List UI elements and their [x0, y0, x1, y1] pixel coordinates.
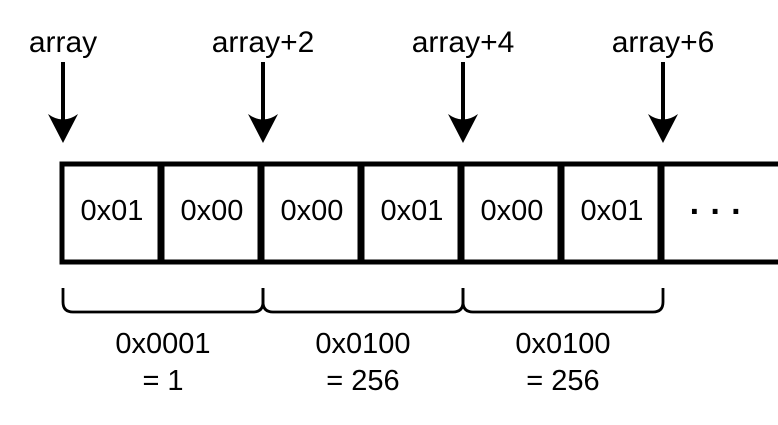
group-hex-label: 0x0100 — [315, 328, 410, 360]
arrow-head — [648, 114, 678, 143]
group-dec-label: = 256 — [326, 365, 399, 397]
pointer-label-array-6: array+6 — [612, 26, 715, 59]
memory-cell-ellipsis — [659, 161, 778, 265]
memory-cell-value: 0x01 — [381, 195, 444, 227]
memory-cell-value: 0x01 — [581, 195, 644, 227]
group-dec-label: = 256 — [526, 365, 599, 397]
memory-cell-value: 0x00 — [281, 195, 344, 227]
group-label-1: 0x0001 = 1 — [115, 328, 210, 397]
group-hex-label: 0x0100 — [515, 328, 610, 360]
group-label-3: 0x0100 = 256 — [515, 328, 610, 397]
memory-cell — [559, 161, 663, 265]
memory-cell-value: 0x00 — [181, 195, 244, 227]
arrow-head — [248, 114, 278, 143]
memory-cell-value: 0x00 — [481, 195, 544, 227]
group-label-2: 0x0100 = 256 — [315, 328, 410, 397]
memory-cell — [159, 161, 263, 265]
memory-cell — [59, 161, 163, 265]
group-dec-label: = 1 — [142, 365, 183, 397]
pointer-label-array: array — [29, 26, 97, 59]
arrow-head — [448, 114, 478, 143]
group-brace — [61, 288, 265, 314]
down-arrow-array-4 — [448, 62, 478, 143]
group-hex-label: 0x0001 — [115, 328, 210, 360]
memory-cell-value: 0x01 — [81, 195, 144, 227]
group-brace — [461, 288, 665, 314]
memory-row: 0x01 0x00 0x00 0x01 0x00 0x01 · · · — [59, 161, 778, 265]
pointer-label-array-2: array+2 — [212, 26, 315, 59]
pointer-label-array-4: array+4 — [412, 26, 515, 59]
down-arrow-array-6 — [648, 62, 678, 143]
down-arrow-array-2 — [248, 62, 278, 143]
group-brace — [261, 288, 465, 314]
arrow-head — [48, 114, 78, 143]
ellipsis-dots: · · · — [690, 193, 743, 231]
down-arrow-array — [48, 62, 78, 143]
